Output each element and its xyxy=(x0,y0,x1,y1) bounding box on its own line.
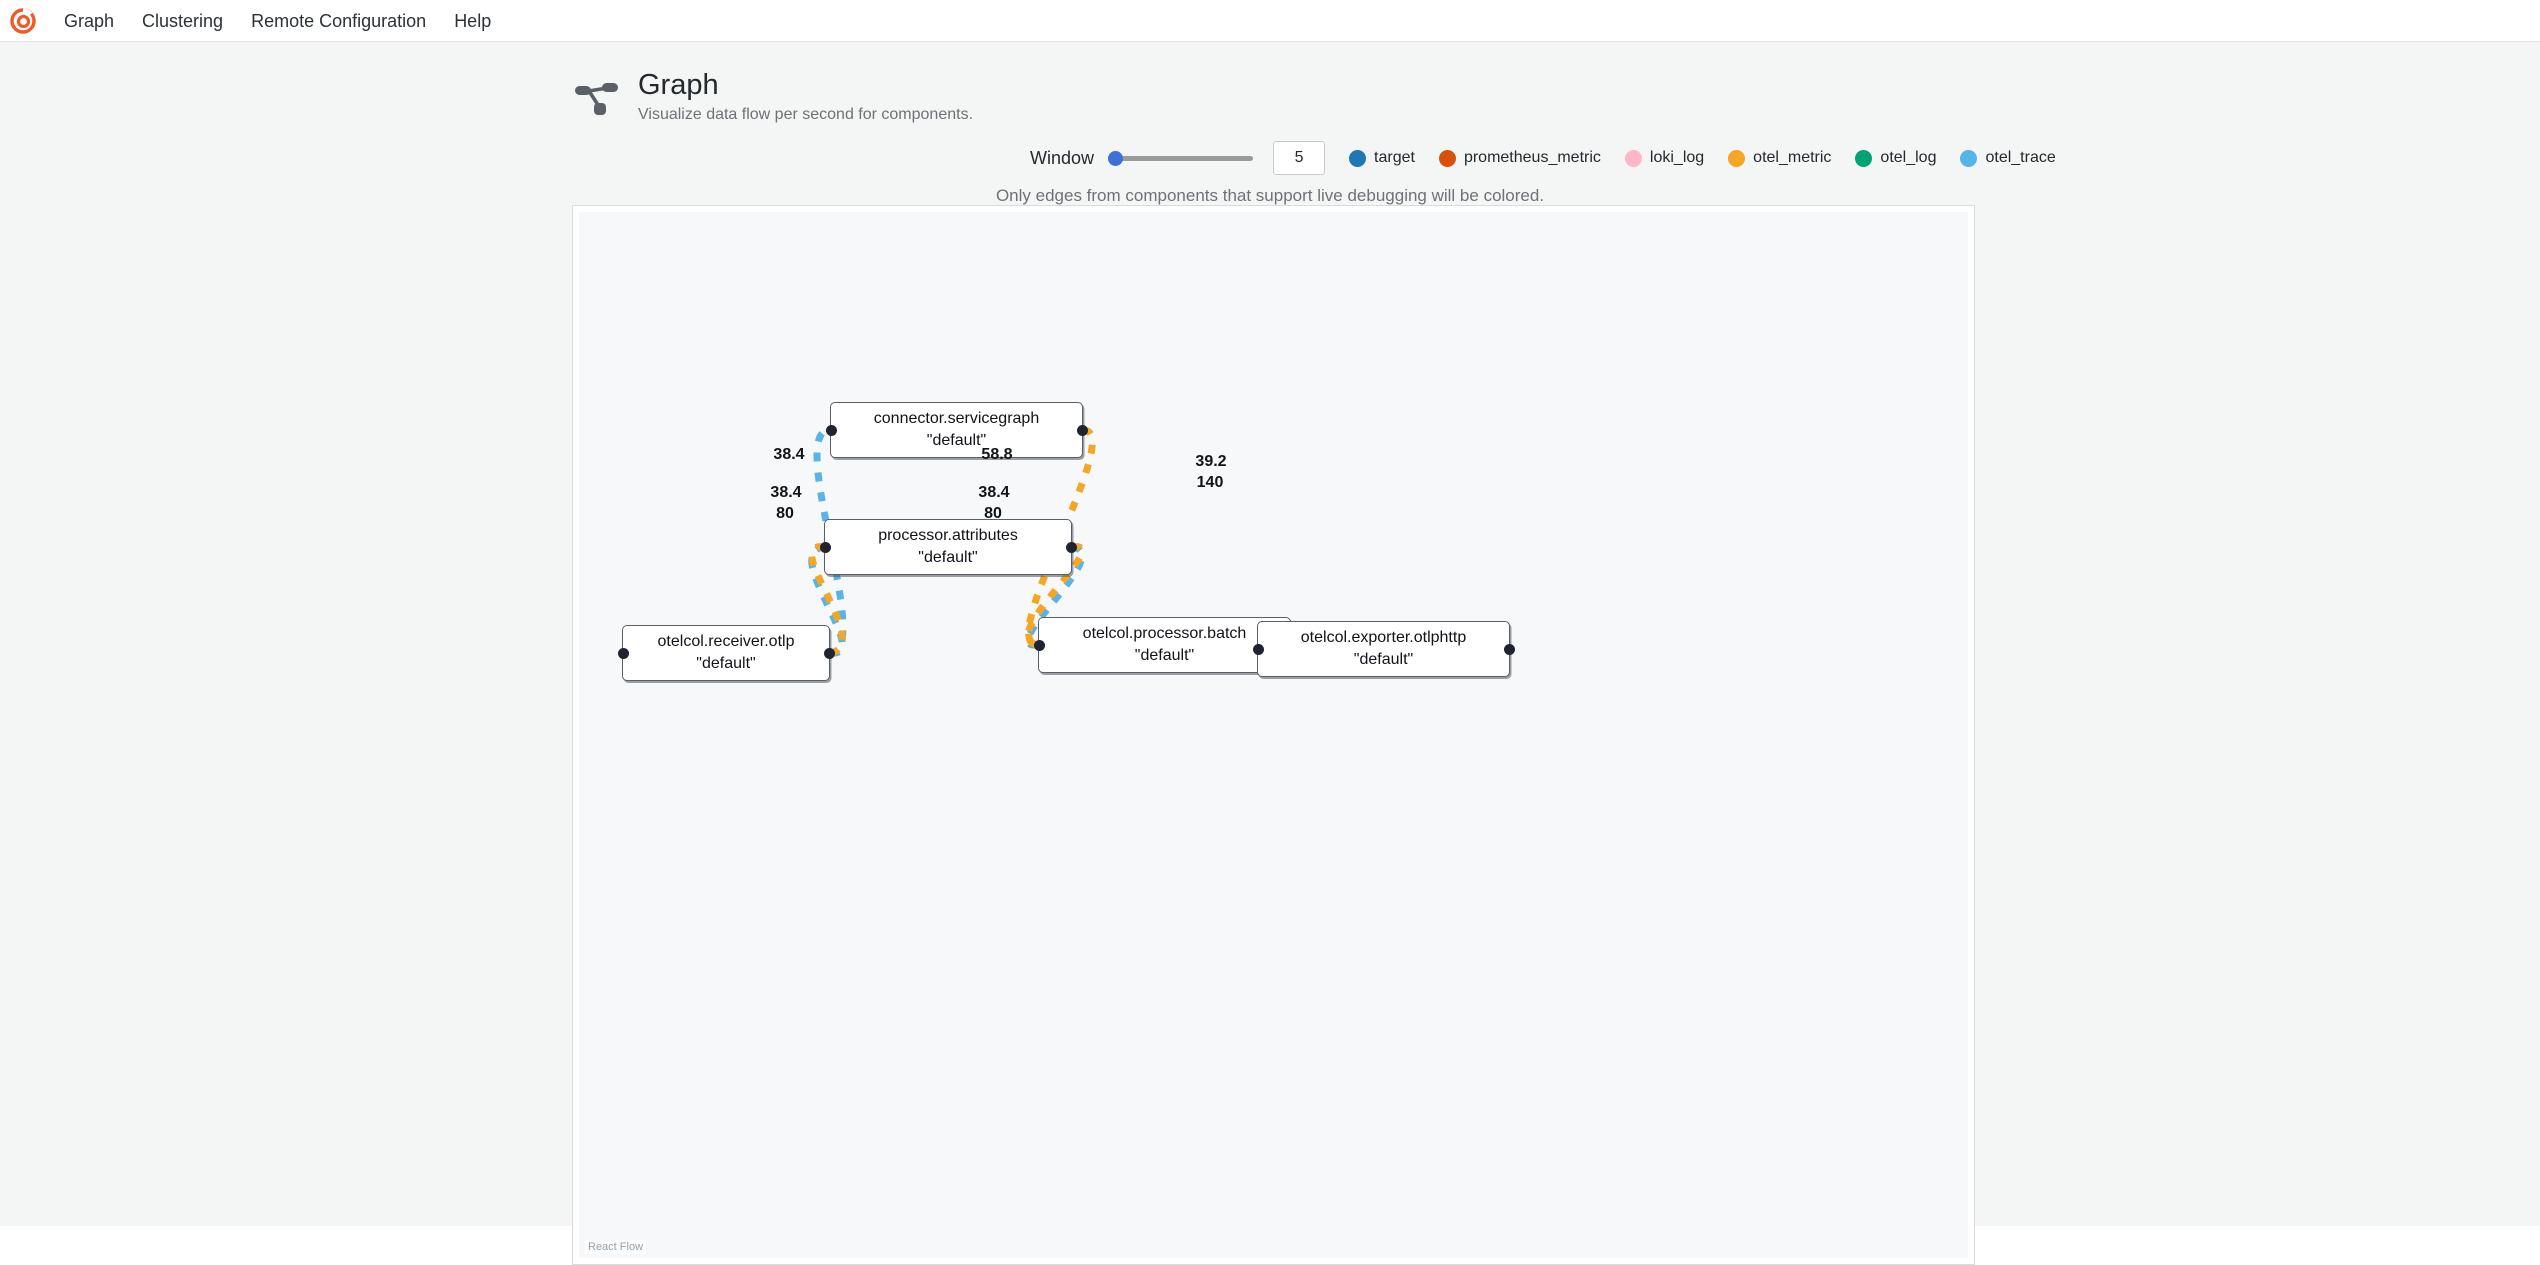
node-label-primary: otelcol.receiver.otlp xyxy=(657,633,795,651)
legend-dot-prometheus-metric xyxy=(1438,149,1456,167)
top-menu-bar: Graph Clustering Remote Configuration He… xyxy=(0,0,2540,42)
signal-legend: target prometheus_metric loki_log otel_m… xyxy=(1349,149,2080,167)
node-label-primary: otelcol.exporter.otlphttp xyxy=(1300,629,1467,647)
graph-nodes-icon xyxy=(574,76,620,118)
edge-label-attributes-batch-trace: 38.4 xyxy=(978,484,1010,501)
graph-canvas-card: otelcol.receiver.otlp"default"connector.… xyxy=(572,205,1975,1265)
legend-label-otel-metric: otel_metric xyxy=(1753,149,1832,166)
node-otelcol-receiver-otlp[interactable]: otelcol.receiver.otlp "default" xyxy=(617,625,835,681)
legend-item-target[interactable]: target xyxy=(1349,149,1415,167)
legend-item-prometheus-metric[interactable]: prometheus_metric xyxy=(1438,149,1601,167)
node-processor-attributes[interactable]: processor.attributes "default" xyxy=(819,519,1077,575)
legend-dot-loki-log xyxy=(1624,149,1642,167)
node-label-secondary: "default" xyxy=(926,432,987,449)
node-connector-servicegraph[interactable]: connector.servicegraph "default" xyxy=(825,402,1088,458)
legend-item-loki-log[interactable]: loki_log xyxy=(1624,149,1705,167)
legend-label-loki-log: loki_log xyxy=(1649,149,1705,166)
node-label-secondary: "default" xyxy=(1134,647,1195,664)
legend-label-prometheus-metric: prometheus_metric xyxy=(1463,149,1601,166)
legend-dot-otel-log xyxy=(1855,149,1873,167)
title-block: Graph Visualize data flow per second for… xyxy=(574,70,973,124)
menu-item-clustering[interactable]: Clustering xyxy=(142,10,224,31)
edge-label-servicegraph-batch-metric: 58.8 xyxy=(981,446,1013,463)
node-label-primary: otelcol.processor.batch xyxy=(1082,625,1247,643)
node-handle-source[interactable] xyxy=(1503,643,1515,655)
node-label-secondary: "default" xyxy=(1353,651,1414,668)
node-handle-source[interactable] xyxy=(1076,424,1088,436)
edge-attributes-batch-trace[interactable] xyxy=(1024,543,1086,649)
legend-item-otel-metric[interactable]: otel_metric xyxy=(1728,149,1831,167)
react-flow-attribution[interactable]: React Flow xyxy=(585,1240,647,1254)
window-slider[interactable] xyxy=(1108,148,1254,168)
edge-servicegraph-batch-metric[interactable] xyxy=(1025,426,1096,649)
page-subtitle: Visualize data flow per second for compo… xyxy=(638,106,974,124)
node-otelcol-exporter-otlphttp[interactable]: otelcol.exporter.otlphttp "default" xyxy=(1252,621,1515,677)
node-handle-target[interactable] xyxy=(1252,643,1264,655)
node-handle-target[interactable] xyxy=(825,424,837,436)
node-handle-target[interactable] xyxy=(617,647,629,659)
edge-label-receiver-servicegraph-trace: 38.4 xyxy=(773,446,805,463)
live-debugging-notice: Only edges from components that support … xyxy=(995,186,1545,205)
node-handle-source[interactable] xyxy=(823,647,835,659)
node-otelcol-processor-batch[interactable]: otelcol.processor.batch "default" xyxy=(1033,617,1296,673)
page-body: Graph Visualize data flow per second for… xyxy=(0,42,2540,1265)
legend-label-otel-log: otel_log xyxy=(1880,149,1937,166)
graph-controls: Window 5 target prometheus_metric loki_l… xyxy=(1030,138,2080,178)
legend-label-target: target xyxy=(1374,149,1415,166)
react-flow-pane[interactable]: otelcol.receiver.otlp"default"connector.… xyxy=(579,212,1968,1258)
slider-thumb[interactable] xyxy=(1108,151,1124,166)
edge-attributes-batch-metric[interactable] xyxy=(1024,543,1086,649)
legend-label-otel-trace: otel_trace xyxy=(1985,149,2056,166)
legend-dot-target xyxy=(1349,149,1367,167)
page-title: Graph xyxy=(638,69,719,101)
edge-label-batch-exporter-trace: 39.2 xyxy=(1195,453,1227,470)
legend-item-otel-log[interactable]: otel_log xyxy=(1855,149,1936,167)
window-value-input[interactable]: 5 xyxy=(1273,141,1326,175)
edge-receiver-servicegraph-trace[interactable] xyxy=(813,426,847,657)
node-label-secondary: "default" xyxy=(918,549,978,566)
legend-dot-otel-trace xyxy=(1960,149,1978,167)
slider-track xyxy=(1108,156,1254,161)
menu-item-remote-configuration[interactable]: Remote Configuration xyxy=(251,10,427,31)
edge-label-receiver-attributes-metric: 80 xyxy=(776,505,794,522)
window-label: Window xyxy=(1030,147,1095,168)
edge-label-attributes-batch-metric: 80 xyxy=(984,505,1002,522)
grafana-alloy-logo-icon[interactable] xyxy=(10,7,36,34)
node-handle-source[interactable] xyxy=(1065,541,1077,553)
legend-dot-otel-metric xyxy=(1728,149,1746,167)
edge-label-batch-exporter-metric: 140 xyxy=(1196,474,1224,491)
menu-item-help[interactable]: Help xyxy=(454,10,492,31)
node-handle-target[interactable] xyxy=(1033,639,1045,651)
edge-receiver-attributes-metric[interactable] xyxy=(808,543,846,657)
node-label-primary: processor.attributes xyxy=(878,527,1018,545)
page-header: Graph Visualize data flow per second for… xyxy=(0,62,2540,175)
node-handle-target[interactable] xyxy=(819,541,831,553)
edge-label-receiver-attributes-trace: 38.4 xyxy=(770,484,802,501)
edges-layer xyxy=(808,426,1305,657)
node-label-secondary: "default" xyxy=(696,655,756,672)
legend-item-otel-trace[interactable]: otel_trace xyxy=(1960,149,2056,167)
edge-receiver-attributes-trace[interactable] xyxy=(808,543,846,657)
node-label-primary: connector.servicegraph xyxy=(873,410,1040,428)
menu-item-graph[interactable]: Graph xyxy=(64,10,115,31)
